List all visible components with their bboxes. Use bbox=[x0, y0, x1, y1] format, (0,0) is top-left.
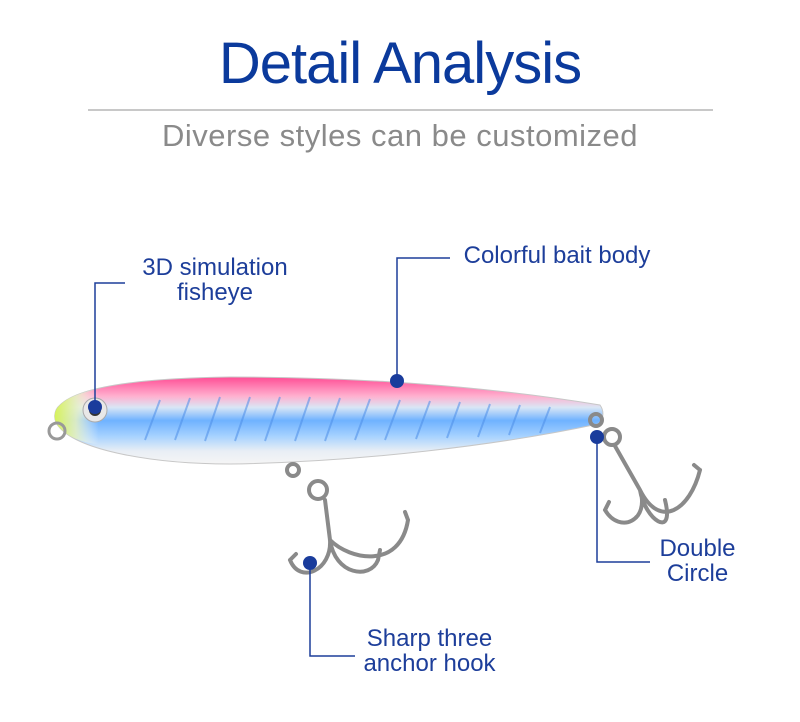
divider bbox=[88, 109, 713, 111]
tail-treble-hook bbox=[588, 412, 702, 525]
lure-body bbox=[54, 376, 604, 465]
callout-treble-hook: Sharp three anchor hook bbox=[352, 626, 507, 676]
callout-text: Colorful bait body bbox=[463, 242, 651, 269]
callout-text: fisheye bbox=[176, 279, 254, 306]
callout-dots bbox=[88, 374, 604, 570]
callout-bait-body: Colorful bait body bbox=[452, 243, 662, 268]
front-ring bbox=[47, 421, 67, 441]
callout-lines bbox=[94, 257, 650, 657]
page-subtitle: Diverse styles can be customized bbox=[161, 118, 639, 153]
callout-double-circle: Double Circle bbox=[650, 536, 745, 586]
page-title: Detail Analysis bbox=[218, 31, 582, 96]
belly-treble-hook bbox=[285, 462, 410, 575]
callout-text: Double bbox=[659, 535, 736, 562]
callout-text: Sharp three bbox=[366, 625, 493, 652]
callout-fisheye: 3D simulation fisheye bbox=[125, 255, 305, 305]
callout-text: 3D simulation bbox=[142, 254, 288, 281]
callout-text: anchor hook bbox=[363, 650, 496, 677]
callout-text: Circle bbox=[666, 560, 729, 587]
